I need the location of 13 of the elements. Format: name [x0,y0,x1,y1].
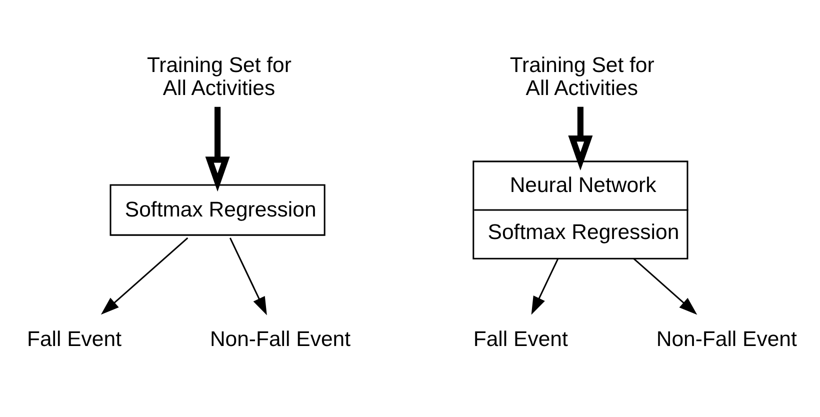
node-text: Non-Fall Event [210,327,351,352]
arrow [633,258,698,315]
arrow [100,237,188,315]
node-text: Non-Fall Event [656,327,797,352]
arrow [568,106,593,171]
arrow [205,106,230,192]
arrow [229,238,267,316]
node-box: Softmax Regression [110,184,326,236]
node-text: Training Set for All Activities [146,53,292,100]
node-text: Fall Event [26,327,122,352]
node-text: Training Set for All Activities [510,53,654,100]
arrow [531,258,559,315]
node-text: Fall Event [473,327,568,352]
